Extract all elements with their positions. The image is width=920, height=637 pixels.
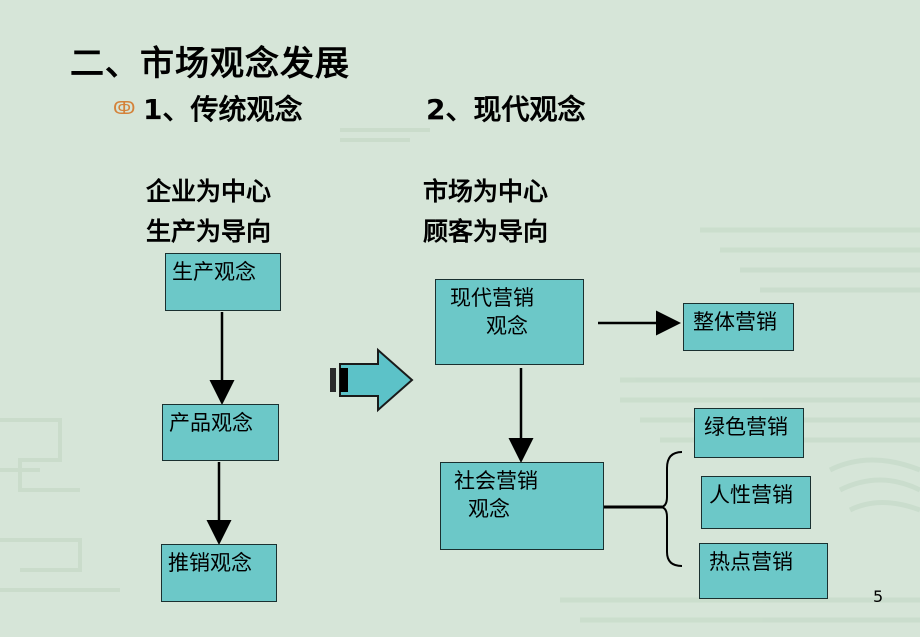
- box-label: 热点营销: [709, 550, 793, 574]
- green-marketing-box: 绿色营销: [694, 408, 804, 458]
- box-label: 推销观念: [168, 551, 252, 575]
- product-concept-box: 产品观念: [162, 404, 279, 461]
- box-label: 观念: [486, 314, 528, 338]
- box-label: 绿色营销: [704, 415, 788, 439]
- desc-line: 生产为导向: [146, 217, 272, 246]
- desc-line: 顾客为导向: [423, 217, 549, 246]
- box-label: 现代营销: [450, 286, 534, 310]
- decorative-bullet-icon: ↂ: [113, 98, 136, 119]
- box-label: 观念: [468, 497, 510, 521]
- subtitle-traditional: 1、传统观念: [143, 93, 303, 126]
- transition-arrow-icon: [330, 347, 414, 413]
- human-marketing-box: 人性营销: [701, 476, 811, 529]
- subtitle-modern: 2、现代观念: [426, 93, 586, 126]
- box-label: 人性营销: [709, 483, 793, 507]
- modern-marketing-box: 现代营销 观念: [435, 279, 584, 365]
- box-label: 产品观念: [169, 411, 253, 435]
- page-number: 5: [873, 587, 884, 606]
- holistic-marketing-box: 整体营销: [683, 303, 794, 351]
- desc-line: 企业为中心: [146, 177, 272, 206]
- slide-title: 二、市场观念发展: [70, 44, 350, 84]
- brace-bracket: [659, 451, 683, 567]
- traditional-description: 企业为中心 生产为导向: [146, 172, 271, 252]
- box-label: 整体营销: [693, 310, 777, 334]
- desc-line: 市场为中心: [423, 177, 549, 206]
- production-concept-box: 生产观念: [165, 253, 281, 311]
- hotspot-marketing-box: 热点营销: [699, 543, 828, 599]
- social-marketing-box: 社会营销 观念: [440, 462, 604, 550]
- box-label: 社会营销: [454, 469, 538, 493]
- box-label: 生产观念: [172, 260, 256, 284]
- selling-concept-box: 推销观念: [161, 544, 277, 602]
- modern-description: 市场为中心 顾客为导向: [423, 172, 548, 252]
